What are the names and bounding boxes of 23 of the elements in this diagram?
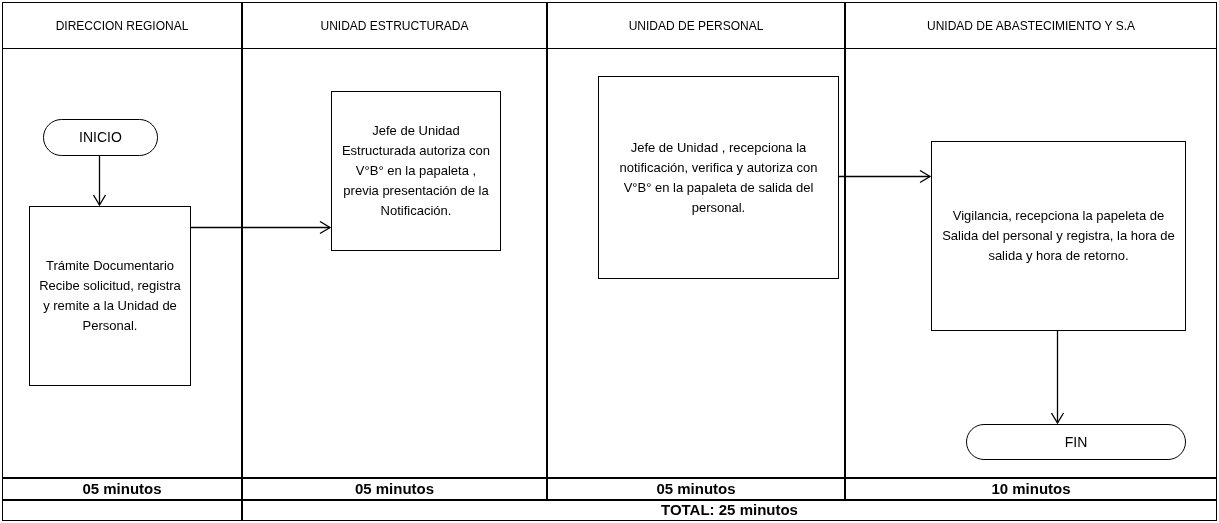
process-box: Jefe de Unidad , recepciona la notificación, verifica y autoriza con V°B° en la papaleta de salida del personal.: [598, 76, 839, 279]
arrow: [837, 169, 931, 184]
swimlane: [845, 2, 1217, 478]
arrow: [1050, 329, 1065, 424]
lane-header: DIRECCION REGIONAL: [3, 3, 241, 49]
swimlane: [242, 2, 547, 478]
lane-header: UNIDAD ESTRUCTURADA: [243, 3, 546, 49]
table-cell: 05 minutos: [547, 478, 845, 500]
lane-header: UNIDAD DE ABASTECIMIENTO Y S.A: [846, 3, 1216, 49]
terminal-shape: INICIO: [43, 119, 158, 156]
process-box: Trámite Documentario Recibe solicitud, registra y remite a la Unidad de Personal.: [29, 206, 191, 386]
arrow: [189, 220, 331, 235]
arrow: [92, 154, 107, 206]
process-box: Vigilancia, recepciona la papeleta de Salida del personal y registra, la hora de salida y hora de retorno.: [931, 141, 1186, 331]
table-cell: 10 minutos: [845, 478, 1217, 500]
table-cell: 05 minutos: [242, 478, 547, 500]
swimlane: [547, 2, 845, 478]
table-cell: 05 minutos: [2, 478, 242, 500]
swimlane: [2, 2, 242, 478]
lane-header: UNIDAD DE PERSONAL: [548, 3, 844, 49]
table-cell: TOTAL: 25 minutos: [242, 500, 1217, 521]
terminal-shape: FIN: [966, 424, 1186, 460]
process-box: Jefe de Unidad Estructurada autoriza con V°B° en la papaleta , previa presentación de la Notificación.: [331, 91, 501, 251]
